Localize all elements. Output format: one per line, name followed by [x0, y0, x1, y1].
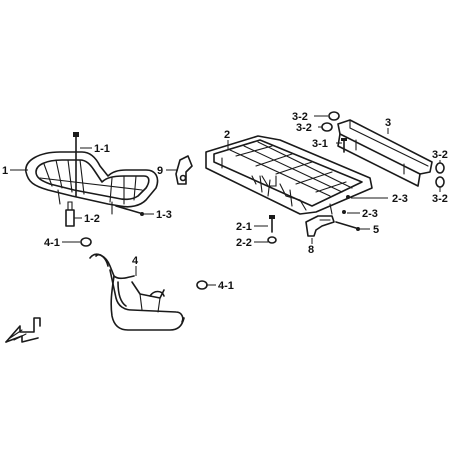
callout-3-1: 3-1 — [312, 138, 328, 150]
callout-2-3-lower: 2-3 — [362, 208, 378, 220]
callout-3-2-c: 3-2 — [432, 149, 448, 161]
callout-2-1: 2-1 — [236, 221, 252, 233]
callout-1-1: 1-1 — [94, 143, 110, 155]
callout-1: 1 — [2, 165, 8, 177]
leader-lines — [10, 115, 441, 286]
rear-bar — [337, 119, 433, 187]
hitch-bracket-8 — [305, 215, 335, 237]
callout-3-2-b: 3-2 — [296, 122, 312, 134]
front-rack — [25, 151, 159, 215]
callout-1-2: 1-2 — [84, 213, 100, 225]
callout-4-1-right: 4-1 — [218, 280, 234, 292]
cap-3-2-c — [435, 162, 445, 174]
callout-labels: 1 1-1 1-2 1-3 4-1 4 4-1 2 9 2-1 2-2 2-3 … — [2, 111, 448, 292]
callout-5: 5 — [373, 224, 379, 236]
callout-8: 8 — [308, 244, 314, 256]
callout-1-3: 1-3 — [156, 209, 172, 221]
callout-3-2-a: 3-2 — [292, 111, 308, 123]
nut-4-1-right — [196, 280, 208, 290]
bracket-1-2 — [65, 201, 75, 227]
front-bumper — [89, 253, 185, 331]
direction-arrow-icon — [5, 317, 41, 343]
cap-3-2-a — [328, 111, 340, 121]
bolt-1-1 — [73, 132, 79, 197]
callout-4-1-left: 4-1 — [44, 237, 60, 249]
bolt-2-1 — [269, 215, 275, 233]
rear-rack — [205, 135, 373, 215]
bolt-5 — [335, 221, 360, 231]
bolt-2-3-upper — [346, 195, 350, 199]
bracket-9 — [175, 155, 193, 185]
nut-4-1-left — [80, 237, 92, 247]
bolt-3-1 — [341, 138, 347, 153]
callout-3-2-d: 3-2 — [432, 193, 448, 205]
bolt-2-3-lower — [342, 210, 346, 214]
callout-2-3-upper: 2-3 — [392, 193, 408, 205]
cap-3-2-b — [321, 122, 333, 132]
callout-3: 3 — [385, 117, 391, 129]
callout-2: 2 — [224, 129, 230, 141]
callout-4: 4 — [132, 255, 139, 267]
callout-9: 9 — [157, 165, 163, 177]
callout-2-2: 2-2 — [236, 237, 252, 249]
washer-2-2 — [267, 236, 277, 244]
cap-3-2-d — [435, 176, 445, 188]
bolt-1-3 — [115, 205, 144, 216]
